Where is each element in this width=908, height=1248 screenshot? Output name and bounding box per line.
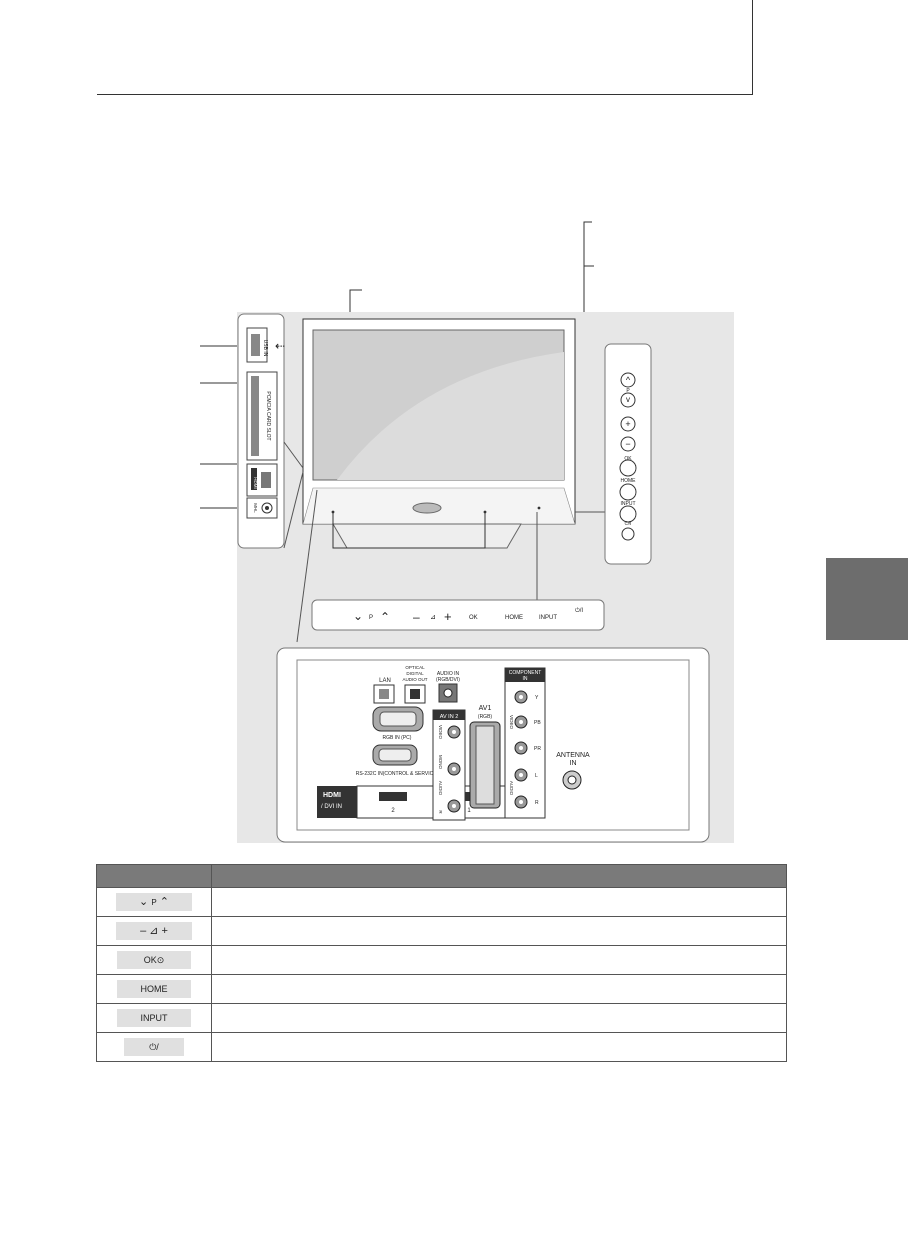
mhl-port: MHL — [246, 497, 278, 519]
strip-channel-down-icon: ⌄ — [353, 609, 363, 623]
header-rule-tick — [752, 0, 753, 95]
svg-text:(RGB): (RGB) — [478, 714, 493, 720]
svg-text:HOME: HOME — [505, 615, 523, 621]
svg-text:AUDIO: AUDIO — [509, 781, 514, 796]
usb-icon: ⇠ — [275, 339, 285, 353]
svg-text:MHL: MHL — [253, 503, 258, 513]
svg-text:Y: Y — [535, 695, 539, 701]
svg-text:VIDEO: VIDEO — [438, 725, 443, 740]
strip-volume-icon: ⊿ — [430, 614, 436, 621]
hdmi-side-port: HDMI — [246, 463, 278, 497]
svg-text:/ DVI IN: / DVI IN — [321, 804, 342, 810]
svg-text:HOME: HOME — [621, 478, 637, 484]
channel-up-down-icon: ⌄ P ⌃ — [116, 892, 192, 911]
svg-text:VIDEO: VIDEO — [509, 715, 514, 730]
ok-button-icon: OK⊙ — [117, 950, 191, 969]
svg-text:R: R — [535, 800, 539, 806]
svg-text:COMPONENT: COMPONENT — [509, 670, 542, 676]
strip-channel-up-icon: ⌃ — [380, 610, 390, 624]
svg-text:AV IN 2: AV IN 2 — [440, 714, 459, 720]
strip-volume-down-icon: – — [413, 610, 420, 624]
svg-text:AUDIO OUT: AUDIO OUT — [402, 677, 427, 682]
table-icon-cell: ⏻/ — [96, 1032, 212, 1062]
side-channel-up-icon: ^ — [626, 375, 631, 385]
svg-text:ANTENNA: ANTENNA — [556, 752, 590, 759]
hdmi-port-1 — [455, 792, 483, 801]
svg-text:USB IN: USB IN — [262, 340, 268, 357]
table-icon-cell: – ⊿ + — [96, 916, 212, 946]
table-desc-cell — [211, 887, 787, 917]
home-button-icon: HOME — [117, 979, 191, 998]
svg-text:⏻/I: ⏻/I — [575, 607, 583, 614]
svg-text:(RGB/DVI): (RGB/DVI) — [436, 677, 460, 683]
screen-reflection — [337, 352, 564, 480]
table-row: ⌄ P ⌃ — [96, 887, 787, 917]
svg-text:RS-232C IN(CONTROL & SERVICE): RS-232C IN(CONTROL & SERVICE) — [356, 771, 439, 777]
svg-text:MONO: MONO — [438, 755, 443, 769]
side-volume-up-icon: + — [625, 419, 630, 429]
usb-port: USB IN — [246, 327, 268, 363]
svg-text:AV1: AV1 — [479, 705, 492, 712]
table-row: ⏻/ — [96, 1032, 787, 1062]
svg-text:PR: PR — [534, 746, 541, 752]
svg-text:HDMI: HDMI — [323, 792, 341, 799]
chapter-tab — [826, 558, 908, 640]
input-button-icon: INPUT — [117, 1008, 191, 1027]
power-button-icon: ⏻/ — [124, 1037, 184, 1056]
svg-text:R: R — [438, 810, 443, 814]
table-row: OK⊙ — [96, 945, 787, 975]
table-header-row — [96, 864, 787, 888]
strip-volume-up-icon: + — [444, 609, 452, 624]
pcmcia-slot: PCMCIA CARD SLOT — [246, 371, 278, 461]
svg-text:PB: PB — [534, 720, 541, 726]
svg-text:OPTICAL: OPTICAL — [405, 665, 425, 670]
table-header-cell — [96, 864, 212, 888]
table-icon-cell: ⌄ P ⌃ — [96, 887, 212, 917]
svg-text:L: L — [535, 773, 538, 779]
svg-text:RGB IN (PC): RGB IN (PC) — [383, 735, 412, 741]
svg-text:2: 2 — [391, 808, 395, 814]
table-desc-cell — [211, 916, 787, 946]
svg-text:AUDIO IN: AUDIO IN — [437, 671, 460, 677]
svg-text:HDMI: HDMI — [253, 477, 258, 489]
svg-text:OK: OK — [469, 615, 478, 621]
table-desc-cell — [211, 1003, 787, 1033]
svg-text:LAN: LAN — [379, 678, 391, 684]
table-icon-cell: HOME — [96, 974, 212, 1004]
side-volume-down-icon: − — [625, 439, 630, 449]
button-function-table: ⌄ P ⌃ – ⊿ + OK⊙ HOME INPUT — [96, 864, 787, 1062]
svg-text:INPUT: INPUT — [539, 615, 557, 621]
table-row: INPUT — [96, 1003, 787, 1033]
table-desc-cell — [211, 974, 787, 1004]
table-desc-cell — [211, 945, 787, 975]
svg-text:1: 1 — [467, 808, 471, 814]
svg-text:PCMCIA CARD SLOT: PCMCIA CARD SLOT — [265, 391, 271, 440]
svg-text:IN: IN — [523, 676, 528, 682]
header-rule — [97, 94, 752, 95]
table-icon-cell: OK⊙ — [96, 945, 212, 975]
table-row: HOME — [96, 974, 787, 1004]
svg-text:IN: IN — [570, 760, 577, 767]
hdmi-dvi-badge — [317, 786, 357, 818]
table-row: – ⊿ + — [96, 916, 787, 946]
svg-text:DIGITAL: DIGITAL — [406, 671, 424, 676]
volume-up-down-icon: – ⊿ + — [116, 921, 192, 940]
tv-illustration: USB IN ⇠ PCMCIA CARD SLOT HDMI MHL — [237, 313, 710, 843]
svg-text:OK: OK — [624, 456, 632, 462]
hdmi-port-2 — [379, 792, 407, 801]
svg-text:P: P — [369, 615, 373, 621]
bottom-control-strip — [311, 599, 605, 631]
side-channel-down-icon: v — [626, 395, 630, 404]
table-icon-cell: INPUT — [96, 1003, 212, 1033]
svg-text:P: P — [626, 388, 630, 394]
svg-text:INPUT: INPUT — [621, 501, 636, 507]
table-desc-cell — [211, 1032, 787, 1062]
side-control-panel — [604, 343, 652, 565]
svg-text:AUDIO: AUDIO — [438, 781, 443, 796]
table-header-cell — [211, 864, 787, 888]
svg-text:⏻/I: ⏻/I — [625, 521, 632, 527]
